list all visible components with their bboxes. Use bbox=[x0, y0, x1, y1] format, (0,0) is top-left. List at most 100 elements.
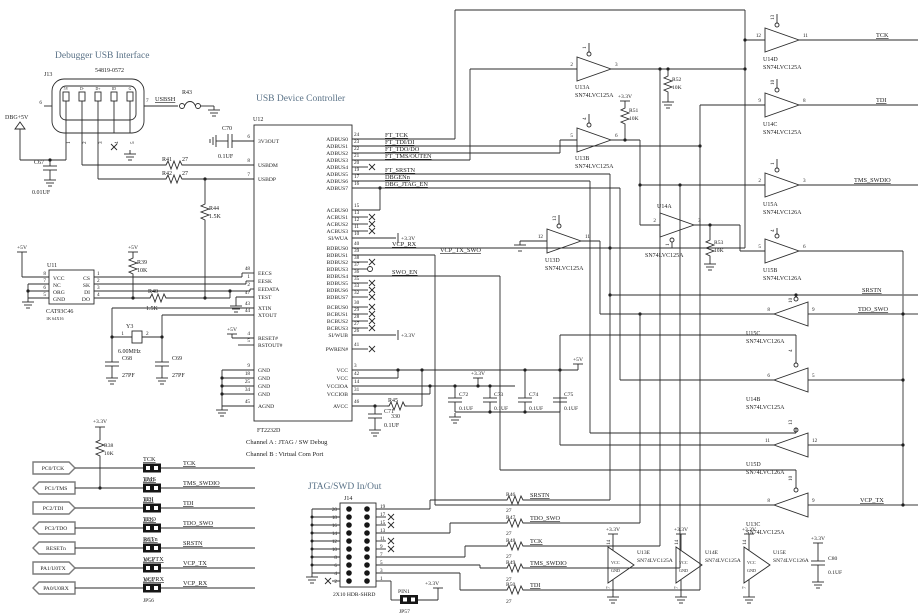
part-number: SN74LVC125A bbox=[645, 253, 684, 259]
pin-name: BCBUS2 bbox=[327, 319, 348, 325]
pin-name: USBDP bbox=[258, 177, 276, 183]
pin-number: 14 bbox=[606, 539, 612, 545]
pin-name: ORG bbox=[53, 290, 65, 296]
net-label: TDI bbox=[876, 97, 887, 104]
pin-number: 13 bbox=[552, 215, 558, 221]
net-label: TMS_SWDIO bbox=[183, 480, 220, 487]
power-label: +3.3V bbox=[811, 536, 825, 542]
part-number: CAT93C46 bbox=[46, 309, 73, 315]
c80-cap: +3.3V C80 0.1UF bbox=[811, 536, 842, 589]
ref-des: U14B bbox=[746, 397, 760, 403]
pin-name: BDBUS4 bbox=[327, 274, 349, 280]
pin-number: 12 bbox=[538, 234, 544, 240]
header-pins bbox=[346, 506, 370, 584]
pin-number: 32 bbox=[354, 290, 360, 296]
ref-des: R47 bbox=[506, 515, 516, 521]
note: Channel A : JTAG / SW Debug bbox=[246, 439, 328, 446]
net-label: FT_TCK bbox=[385, 132, 409, 139]
pin-number: 16 bbox=[332, 523, 338, 529]
part-number: SN74LVC125A bbox=[763, 130, 802, 136]
pin-name: VCC bbox=[747, 560, 756, 565]
pin-number: 14 bbox=[354, 379, 360, 385]
pin-number: 9 bbox=[812, 498, 815, 504]
part-number: SN74LVC125A bbox=[575, 93, 614, 99]
jumper-row: PC3/TDO TDO JP53 TDO_SWO bbox=[32, 516, 255, 544]
ref-des: U14C bbox=[763, 122, 777, 128]
pin-number: 33 bbox=[354, 283, 360, 289]
power-gates-section: +3.3V VCC GND 14 7 U13E SN74LVC125A +3.3… bbox=[606, 527, 842, 604]
value-label: 27 bbox=[506, 508, 512, 514]
value-label: 10K bbox=[714, 248, 724, 254]
net-label: VCP_TX_SWO bbox=[440, 247, 481, 254]
pin-number: 10 bbox=[354, 231, 360, 237]
power-label: +3.3V bbox=[606, 527, 620, 533]
pin-number: 7 bbox=[146, 98, 149, 104]
ref-des: R53 bbox=[714, 240, 724, 246]
pin-name: DO bbox=[82, 297, 90, 303]
buffer-u15b: 4 5 6 U15B SN74LVC126A bbox=[758, 228, 806, 282]
port-flag: PC3/TDO bbox=[45, 526, 68, 532]
pin-number: 1 bbox=[66, 141, 72, 144]
value-label: 1.5K bbox=[146, 306, 159, 312]
value-label: 0.1UF bbox=[459, 406, 473, 412]
ref-des: JP56 bbox=[143, 598, 154, 604]
part-number: SN74LVC126A bbox=[763, 276, 802, 282]
ref-des: JP50 bbox=[143, 478, 154, 484]
ref-des: C71 bbox=[384, 409, 394, 415]
ref-des: JP55 bbox=[143, 578, 154, 584]
ref-des: JP57 bbox=[399, 609, 410, 614]
net-label: DBG+5V bbox=[5, 115, 29, 121]
net-label: VCPRX bbox=[143, 576, 164, 583]
jtag-header-section: JTAG/SWD In/Out J14 20 18 16 14 12 10 8 … bbox=[305, 482, 700, 614]
usb-pin-label: D- bbox=[80, 87, 85, 91]
pin-number: 6 bbox=[767, 373, 770, 379]
jumper-row: RESETn RSTn JP54 SRSTN bbox=[32, 536, 255, 564]
pin-number: 46 bbox=[354, 399, 360, 405]
ref-des: U15A bbox=[763, 202, 778, 208]
usb-pin-label: G bbox=[129, 87, 132, 91]
pin-number: 3 bbox=[380, 568, 383, 574]
ref-des: Y3 bbox=[126, 324, 133, 330]
pin-number: 19 bbox=[380, 504, 386, 510]
ref-des: U15B bbox=[763, 268, 777, 274]
pin-number: 41 bbox=[354, 342, 360, 348]
part-number: FT2232D bbox=[257, 428, 281, 434]
pin-name: BDBUS6 bbox=[327, 288, 349, 294]
pin-number: 2 bbox=[82, 141, 88, 144]
pin-number: 13 bbox=[380, 528, 386, 534]
pin-name: ADBUS7 bbox=[326, 186, 348, 192]
net-label: DBG_JTAG_EN bbox=[385, 181, 428, 188]
part-number: 2X10 HDR-SHRD bbox=[333, 592, 375, 598]
note: Channel B : Virtual Com Port bbox=[246, 451, 324, 458]
pin-name: GND bbox=[747, 568, 756, 573]
net-label: DBGENn bbox=[385, 174, 411, 181]
pin-number: 27 bbox=[354, 321, 360, 327]
pin-name: GND bbox=[258, 392, 270, 398]
pin-number: 29 bbox=[354, 307, 360, 313]
power-label: +3.3V bbox=[618, 94, 632, 100]
net-label: VCP_RX bbox=[392, 241, 417, 248]
pin-name: GND bbox=[53, 297, 65, 303]
ref-des: U11 bbox=[47, 263, 57, 269]
pin-number: 12 bbox=[756, 33, 762, 39]
pin-number: 20 bbox=[332, 507, 338, 513]
ref-des: R52 bbox=[672, 77, 682, 83]
pin-number: 6 bbox=[247, 134, 250, 140]
net-label: SRSTN bbox=[183, 540, 203, 547]
pin-name: ADBUS3 bbox=[326, 158, 348, 164]
pin-number: 11 bbox=[765, 438, 770, 444]
pin-number: 18 bbox=[245, 371, 251, 377]
pin-name: EECS bbox=[258, 271, 272, 277]
buffer-u13d: 13 12 11 U13D SN74LVC125A bbox=[513, 215, 590, 272]
pin-name: ADBUS6 bbox=[326, 179, 348, 185]
pin-name: SI/WUA bbox=[328, 236, 348, 242]
ref-des: U14A bbox=[657, 204, 672, 210]
pin-name: 3V3OUT bbox=[258, 139, 280, 145]
value-label: 27 bbox=[182, 171, 188, 177]
pin-number: 2 bbox=[334, 579, 337, 585]
pin-number: 5 bbox=[247, 338, 250, 344]
usb-interface-section: Debugger USB Interface 5V D- D+ ID G 1 2… bbox=[5, 50, 254, 300]
buffer-u14d: 13 12 11 U14D SN74LVC125A bbox=[756, 14, 808, 71]
value-label: 0.01UF bbox=[32, 190, 51, 196]
